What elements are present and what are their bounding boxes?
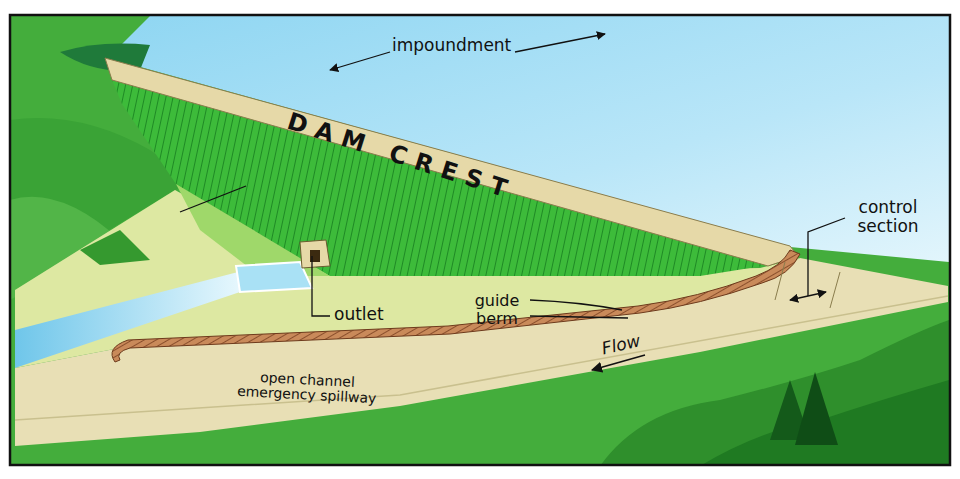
part-label: guide berm	[466, 292, 528, 327]
face-leader	[180, 186, 246, 212]
outlet-stream	[15, 272, 240, 368]
part-label: Flow	[600, 327, 663, 359]
control-line	[775, 262, 785, 300]
outlet-pool	[236, 262, 312, 292]
berm-leader-lower	[530, 316, 628, 318]
part-label: outlet	[334, 305, 404, 324]
control-leader	[808, 218, 845, 296]
dam-face	[112, 80, 768, 276]
part-label: open channel emergency spillway	[220, 368, 393, 408]
frame	[10, 15, 950, 465]
part-label: impoundment	[392, 36, 522, 55]
guide-berm	[112, 250, 800, 362]
impoundment-leader-right	[515, 34, 605, 52]
part-label: control section	[836, 198, 940, 235]
ground	[10, 15, 950, 465]
shrub	[80, 230, 150, 265]
impoundment-leader-left	[330, 52, 390, 70]
flow-arrow	[592, 355, 645, 370]
part-label: DAM CREST	[284, 108, 578, 223]
outlet-leader	[312, 256, 330, 316]
outlet-structure	[300, 240, 330, 268]
tree	[795, 372, 838, 445]
dam-crest	[105, 58, 798, 266]
control-line	[830, 272, 840, 308]
dam-toe	[176, 184, 330, 276]
bush	[600, 320, 949, 466]
berm-leader	[530, 300, 622, 310]
